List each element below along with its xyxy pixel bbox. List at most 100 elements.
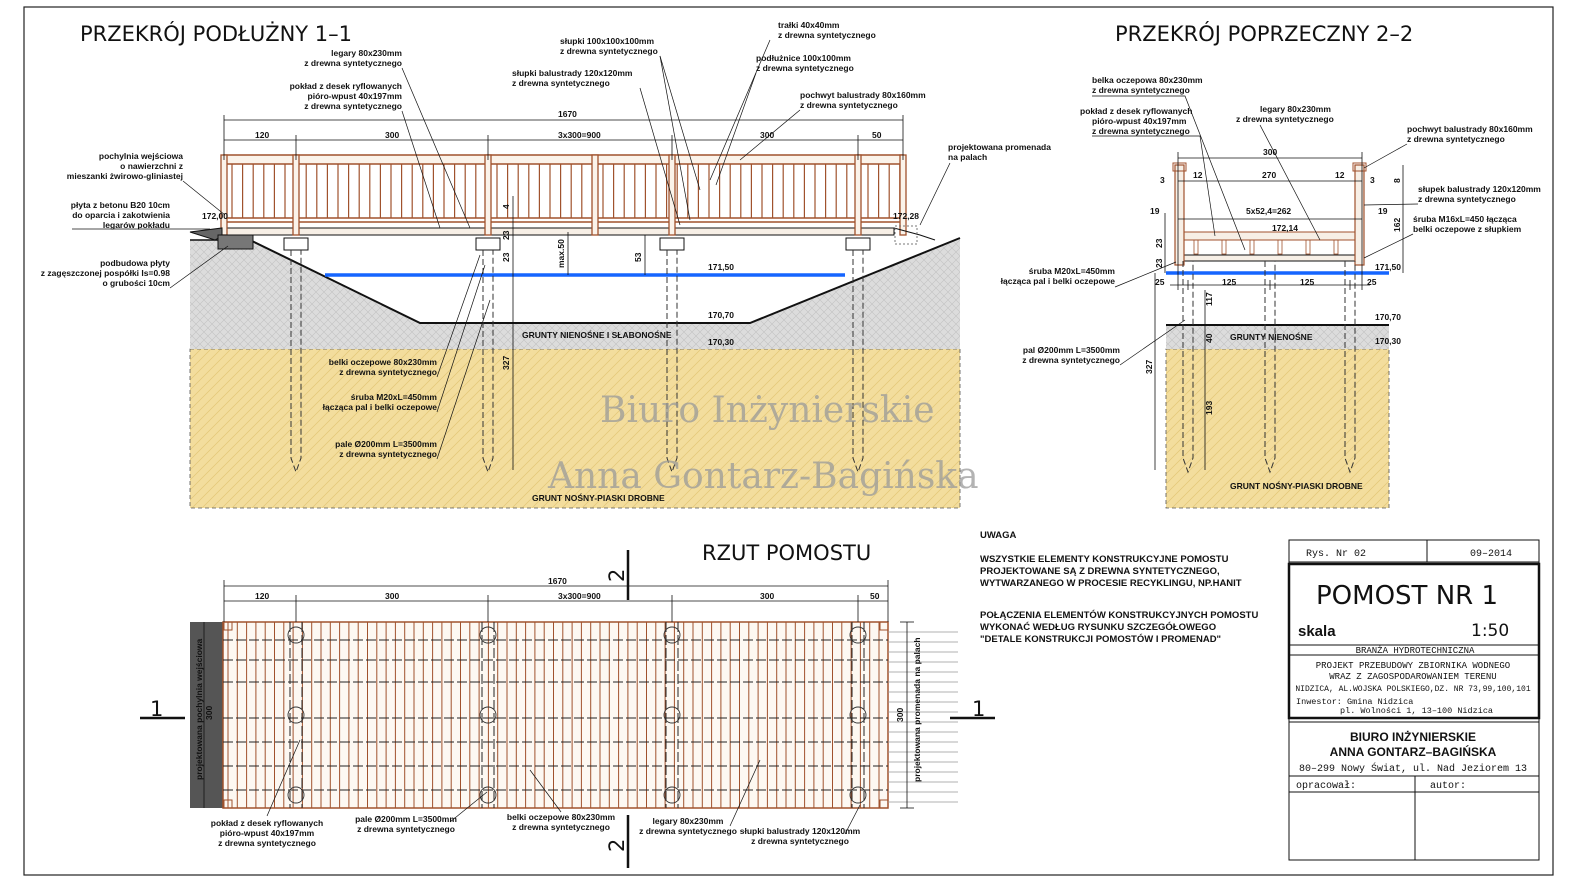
svg-text:3x300=900: 3x300=900 (558, 591, 601, 601)
plan-label-legary: legary 80x230mm (653, 816, 724, 826)
svg-text:25: 25 (1367, 277, 1377, 287)
dim-300-a: 300 (385, 130, 399, 140)
tb-opracowal: opracował: (1296, 780, 1356, 792)
tlevel-172-14: 172,14 (1272, 223, 1298, 233)
svg-text:327: 327 (1144, 360, 1154, 374)
svg-text:legarów pokładu: legarów pokładu (103, 220, 170, 230)
label-pochylnia: pochylnia wejściowa (99, 151, 183, 161)
plan-dim-300: 300 (895, 708, 905, 722)
transverse-section: 300 3 12 270 12 3 19 19 5x52,4=262 25 12… (1001, 75, 1541, 509)
level-170-70: 170,70 (708, 310, 734, 320)
svg-text:117: 117 (1204, 292, 1214, 306)
svg-text:na palach: na palach (948, 152, 987, 162)
level-171-50: 171,50 (708, 262, 734, 272)
watermark-line-1: Biuro Inżynierskie (600, 390, 935, 431)
plan-view: 1670 120 300 3x300=900 300 50 300 300 pr… (140, 550, 995, 868)
pile (1182, 261, 1194, 474)
svg-text:z drewna syntetycznego: z drewna syntetycznego (218, 838, 316, 848)
tb-project: PROJEKT PRZEBUDOWY ZBIORNIKA WODNEGO (1316, 661, 1510, 671)
svg-text:125: 125 (1222, 277, 1236, 287)
svg-text:z drewna syntetycznego: z drewna syntetycznego (304, 58, 402, 68)
vdim-53: 53 (633, 252, 643, 262)
svg-text:170,70: 170,70 (1375, 312, 1401, 322)
plan-title: RZUT POMOSTU (702, 541, 871, 565)
post (484, 154, 492, 236)
tb-rys: Rys. Nr 02 (1306, 549, 1366, 560)
dim-total: 1670 (558, 109, 577, 119)
label-grunty-nienosne: GRUNTY NIENOŚNE I SŁABONOŚNE (522, 329, 672, 340)
piles-transverse (1182, 239, 1356, 474)
vdim-4: 4 (501, 204, 511, 209)
svg-text:ANNA GONTARZ–BAGIŃSKA: ANNA GONTARZ–BAGIŃSKA (1330, 744, 1497, 759)
svg-text:50: 50 (870, 591, 880, 601)
tlabel-sruba16: śruba M16xL=450 łącząca (1413, 214, 1517, 224)
label-pale: pale Ø200mm L=3500mm (335, 439, 437, 449)
longitudinal-section: 1670 120 300 3x300=900 300 50 172,00 172… (41, 20, 1051, 509)
dim-120: 120 (255, 130, 269, 140)
label-sruba: śruba M20xL=450mm (351, 392, 438, 402)
svg-text:PROJEKTOWANE SĄ Z DREWNA SYNTE: PROJEKTOWANE SĄ Z DREWNA SYNTETYCZNEGO, (980, 566, 1220, 577)
tdim-5x52: 5x52,4=262 (1246, 206, 1291, 216)
balusters (220, 154, 907, 236)
svg-text:3: 3 (1370, 175, 1375, 185)
level-172-00: 172,00 (202, 211, 228, 221)
pile-circle (479, 626, 497, 644)
label-slupki-100: słupki 100x100x100mm (560, 36, 654, 46)
vdim-23-a: 23 (501, 230, 511, 240)
svg-text:z drewna syntetycznego: z drewna syntetycznego (1092, 85, 1190, 95)
svg-text:23: 23 (1154, 258, 1164, 268)
pile-circle (479, 786, 497, 804)
svg-text:GRUNTY NIENOŚNE: GRUNTY NIENOŚNE (1230, 331, 1313, 342)
pile-circle (849, 706, 867, 724)
pile-circle (663, 786, 681, 804)
svg-text:z drewna syntetycznego: z drewna syntetycznego (512, 822, 610, 832)
plan-label-slupki: słupki balustrady 120x120mm (740, 826, 861, 836)
svg-text:z drewna syntetycznego: z drewna syntetycznego (339, 449, 437, 459)
level-170-30: 170,30 (708, 337, 734, 347)
label-podluznice: podłużnice 100x100mm (756, 53, 851, 63)
tb-office: BIURO INŻYNIERSKIE (1350, 729, 1476, 744)
label-pochwyt: pochwyt balustrady 80x160mm (800, 90, 926, 100)
svg-text:NIDZICA, AL.WOJSKA POLSKIEGO,D: NIDZICA, AL.WOJSKA POLSKIEGO,DZ. NR 73,9… (1295, 685, 1530, 694)
label-slupki-120: słupki balustrady 120x120mm (512, 68, 633, 78)
label-legary: legary 80x230mm (331, 48, 402, 58)
svg-text:"DETALE KONSTRUKCJI POMOSTÓW I: "DETALE KONSTRUKCJI POMOSTÓW I PROMENAD" (980, 633, 1221, 645)
sheet-frame (23, 6, 1554, 876)
post (591, 154, 599, 236)
tb-scale: 1:50 (1471, 621, 1509, 641)
svg-text:193: 193 (1204, 401, 1214, 415)
svg-text:WYKONAĆ WEDŁUG RYSUNKU SZCZEGÓ: WYKONAĆ WEDŁUG RYSUNKU SZCZEGÓŁOWEGO (980, 621, 1216, 633)
pile-circle (663, 626, 681, 644)
section-mark-2-bottom: 2 (605, 839, 629, 852)
plan-side-left: projektowana pochylnia wejściowa (194, 638, 204, 780)
tdim-270: 270 (1262, 170, 1276, 180)
svg-text:z drewna syntetycznego: z drewna syntetycznego (1418, 194, 1516, 204)
dim-3x300: 3x300=900 (558, 130, 601, 140)
soil-layer (190, 238, 960, 349)
tb-branza: BRANŻA HYDROTECHNICZNA (1356, 645, 1475, 656)
svg-text:40: 40 (1204, 333, 1214, 343)
svg-text:z zagęszczonej pospółki Is=0.9: z zagęszczonej pospółki Is=0.98 (41, 268, 170, 278)
notes: UWAGA WSZYSTKIE ELEMENTY KONSTRUKCYJNE P… (980, 530, 1258, 645)
deck-beam (221, 227, 895, 236)
section-mark-1-left: 1 (150, 697, 163, 721)
svg-text:WSZYSTKIE ELEMENTY KONSTRUKCYJ: WSZYSTKIE ELEMENTY KONSTRUKCYJNE POMOSTU (980, 554, 1229, 565)
svg-text:z drewna syntetycznego: z drewna syntetycznego (357, 824, 455, 834)
svg-text:12: 12 (1335, 170, 1345, 180)
tlabel-legary: legary 80x230mm (1260, 104, 1331, 114)
leader-lines (72, 39, 951, 460)
svg-text:z drewna syntetycznego: z drewna syntetycznego (756, 63, 854, 73)
svg-text:z drewna syntetycznego: z drewna syntetycznego (339, 367, 437, 377)
svg-text:belki oczepowe z słupkiem: belki oczepowe z słupkiem (1413, 224, 1522, 234)
pile (290, 250, 302, 474)
tb-name: POMOST NR 1 (1316, 581, 1498, 611)
pile-circle (287, 706, 305, 724)
svg-text:pl. Wolności 1, 13–100 Nidzica: pl. Wolności 1, 13–100 Nidzica (1340, 706, 1493, 716)
svg-text:z drewna syntetycznego: z drewna syntetycznego (1236, 114, 1334, 124)
handrail (223, 154, 904, 165)
longitudinal-title: PRZEKRÓJ PODŁUŻNY 1–1 (80, 21, 352, 46)
svg-text:pióro-wpust 40x197mm: pióro-wpust 40x197mm (1092, 116, 1187, 126)
piles-longitudinal (283, 237, 871, 474)
tb-investor: Inwestor: Gmina Nidzica (1296, 697, 1413, 707)
